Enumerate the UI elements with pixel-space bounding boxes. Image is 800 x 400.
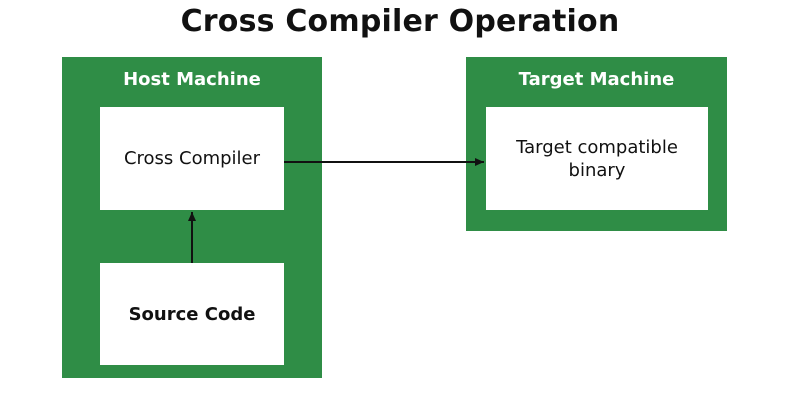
target-binary-node: Target compatible binary	[486, 107, 708, 210]
source-code-node: Source Code	[100, 263, 284, 365]
cross-compiler-node: Cross Compiler	[100, 107, 284, 210]
diagram-title: Cross Compiler Operation	[180, 4, 620, 39]
host-machine-label: Host Machine	[123, 69, 261, 90]
cross-compiler-text: Cross Compiler	[123, 148, 261, 169]
target-binary-text: Target compatible binary	[516, 136, 678, 181]
target-machine-label: Target Machine	[518, 69, 675, 90]
source-code-text: Source Code	[128, 303, 256, 325]
